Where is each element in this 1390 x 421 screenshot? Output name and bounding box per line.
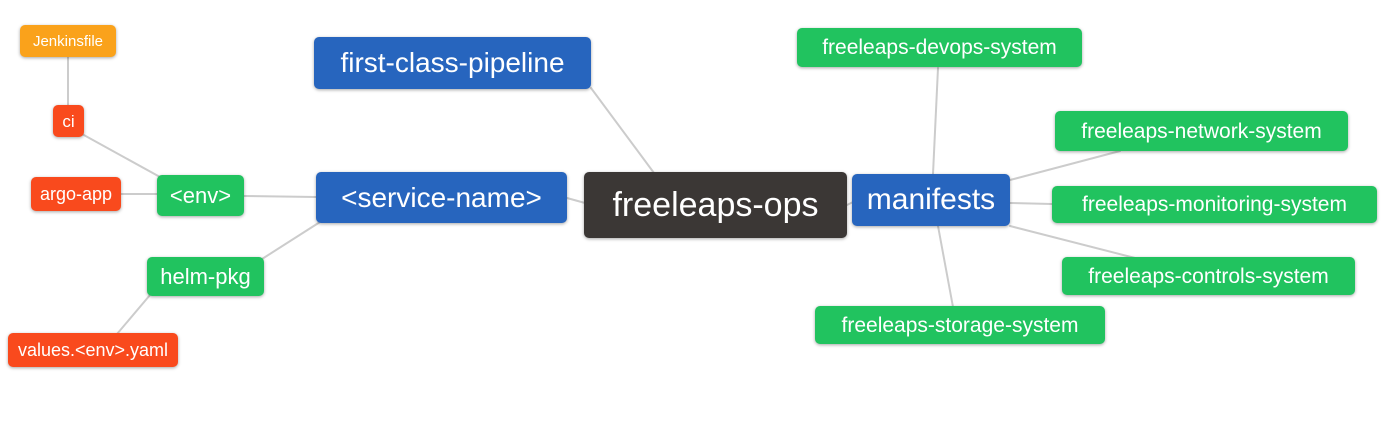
edge-env-to-service-name	[243, 195, 317, 198]
node-first-class-pipeline[interactable]: first-class-pipeline	[314, 37, 591, 89]
edge-values-env-yaml-to-helm-pkg	[116, 294, 151, 335]
node-helm-pkg[interactable]: helm-pkg	[147, 257, 264, 296]
edge-manifests-to-freeleaps-monitoring-system	[1009, 202, 1053, 205]
node-freeleaps-monitoring-system[interactable]: freeleaps-monitoring-system	[1052, 186, 1377, 223]
node-argo-app[interactable]: argo-app	[31, 177, 121, 211]
node-jenkinsfile[interactable]: Jenkinsfile	[20, 25, 116, 57]
node-freeleaps-network-system[interactable]: freeleaps-network-system	[1055, 111, 1348, 151]
node-freeleaps-ops[interactable]: freeleaps-ops	[584, 172, 847, 238]
node-env[interactable]: <env>	[157, 175, 244, 216]
edge-helm-pkg-to-service-name	[261, 221, 321, 260]
edge-manifests-to-freeleaps-devops-system	[932, 67, 939, 175]
edge-manifests-to-freeleaps-controls-system	[1009, 225, 1136, 259]
node-values-env-yaml[interactable]: values.<env>.yaml	[8, 333, 178, 367]
edge-ci-to-env	[81, 133, 161, 178]
node-ci[interactable]: ci	[53, 105, 84, 137]
node-freeleaps-storage-system[interactable]: freeleaps-storage-system	[815, 306, 1105, 344]
edge-manifests-to-freeleaps-storage-system	[937, 225, 954, 308]
node-service-name[interactable]: <service-name>	[316, 172, 567, 223]
edge-service-name-to-freeleaps-ops	[566, 197, 586, 204]
node-freeleaps-controls-system[interactable]: freeleaps-controls-system	[1062, 257, 1355, 295]
node-manifests[interactable]: manifests	[852, 174, 1010, 226]
edge-first-class-pipeline-to-freeleaps-ops	[590, 87, 655, 174]
edge-manifests-to-freeleaps-network-system	[1009, 150, 1121, 181]
node-freeleaps-devops-system[interactable]: freeleaps-devops-system	[797, 28, 1082, 67]
